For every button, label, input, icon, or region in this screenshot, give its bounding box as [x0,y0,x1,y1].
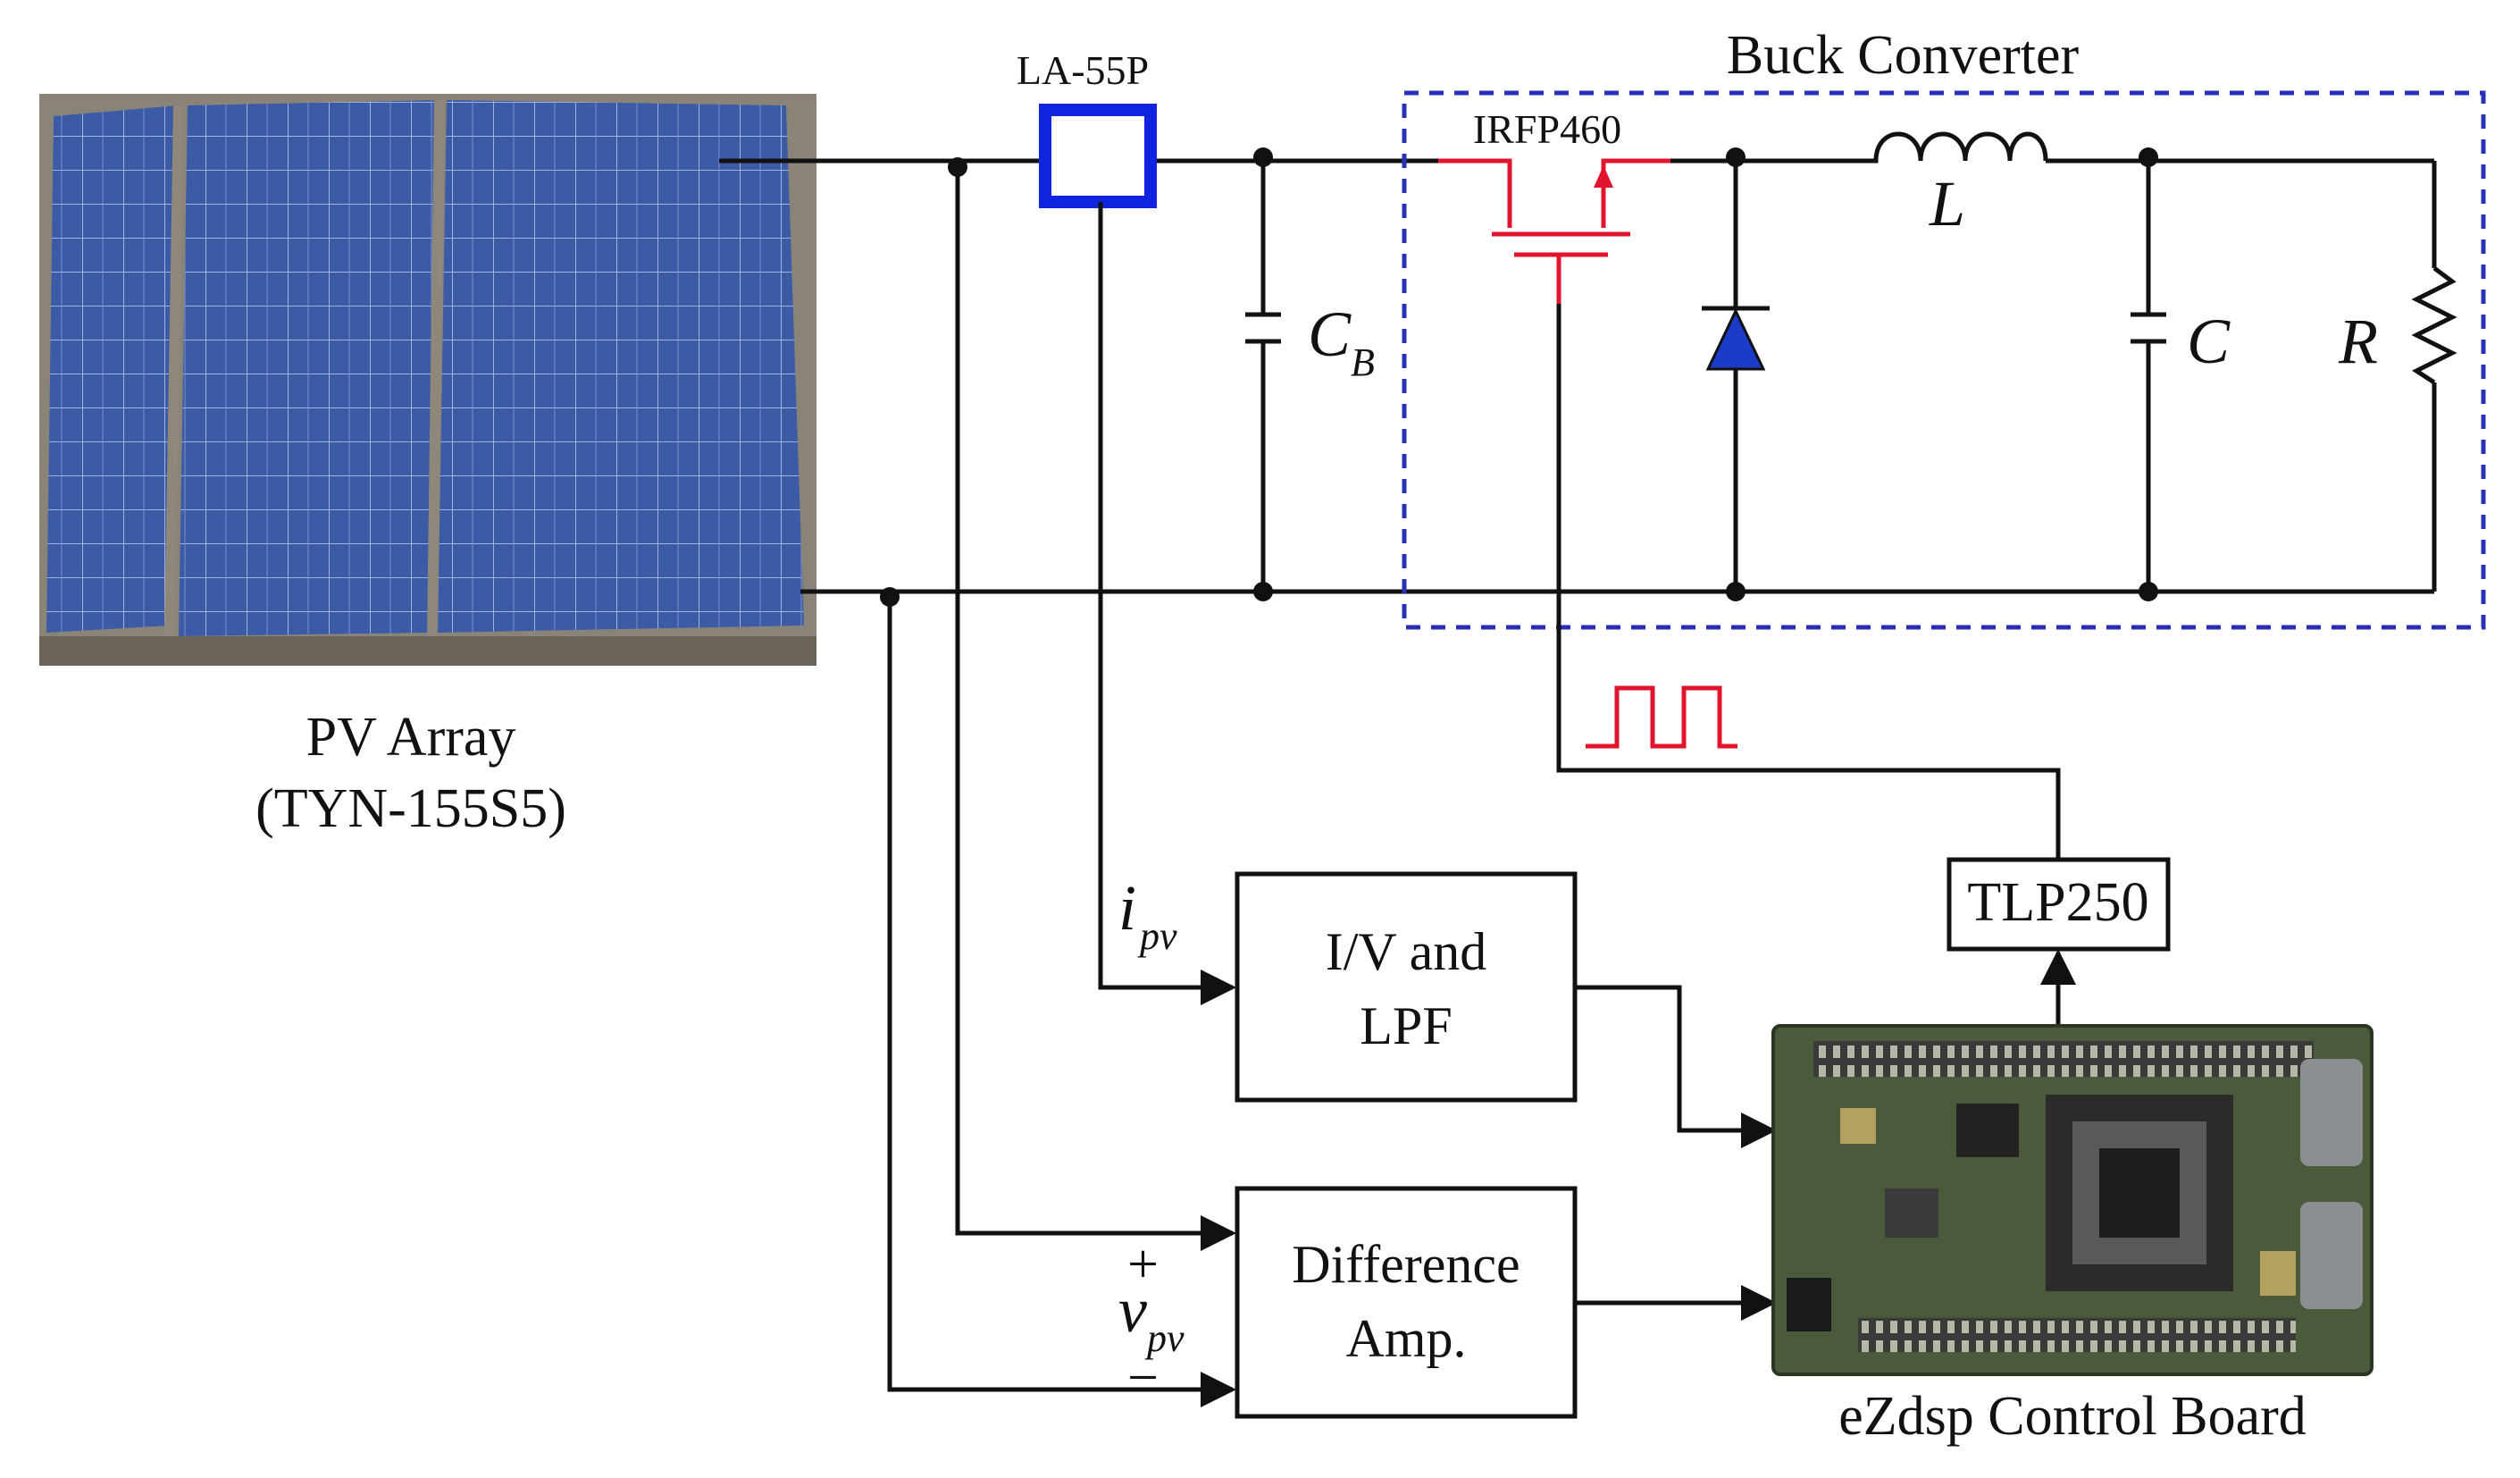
tlp250-label: TLP250 [1967,872,2148,933]
junction-dots [880,147,2158,607]
pwm-signal-icon [1586,685,1737,749]
voltage-minus-sign: − [1127,1348,1159,1408]
buck-converter-title: Buck Converter [1727,25,2080,86]
current-sensor [1039,104,1157,208]
voltage-minus-wire [887,597,1236,1407]
cap-cb-subscript: B [1351,340,1375,384]
mosfet-label: IRFP460 [1473,106,1621,152]
pv-array-label: PV Array [306,707,516,768]
inductor [1867,131,2048,164]
iv-to-board-wire [1575,985,1777,1148]
difference-amp-box [1235,1186,1578,1419]
cap-cb-label: C [1308,298,1352,370]
iv-lpf-line1: I/V and [1326,922,1487,981]
buck-converter-box [1402,90,2486,630]
voltage-plus-sign: + [1127,1234,1159,1295]
ezdsp-board-image [1771,1024,2373,1376]
freewheel-diode [1702,161,1770,592]
mosfet-switch [1438,158,1670,304]
pv-array-model: (TYN-155S5) [255,778,566,839]
difference-amp-line2: Amp. [1346,1309,1467,1368]
voltage-sense-label: v [1118,1274,1147,1346]
cap-c-label: C [2187,306,2231,377]
iv-lpf-line2: LPF [1360,996,1452,1055]
current-sense-label: i [1118,872,1136,944]
capacitor-cb [1245,161,1281,592]
voltage-plus-wire [955,167,1236,1251]
capacitor-c [2131,161,2166,592]
pv-array-image [39,94,816,666]
gate-drive-wire [1556,304,2061,860]
inductor-label: L [1929,168,1965,239]
ezdsp-board-label: eZdsp Control Board [1838,1386,2307,1447]
current-sense-wire [1098,202,1236,1005]
iv-lpf-box [1235,871,1578,1103]
resistor-label: R [2338,306,2378,377]
current-sense-subscript: pv [1137,914,1177,958]
difference-amp-line1: Difference [1292,1235,1520,1294]
current-sensor-label: LA-55P [1017,47,1149,93]
resistor [2411,161,2457,592]
voltage-sense-subscript: pv [1144,1316,1185,1360]
